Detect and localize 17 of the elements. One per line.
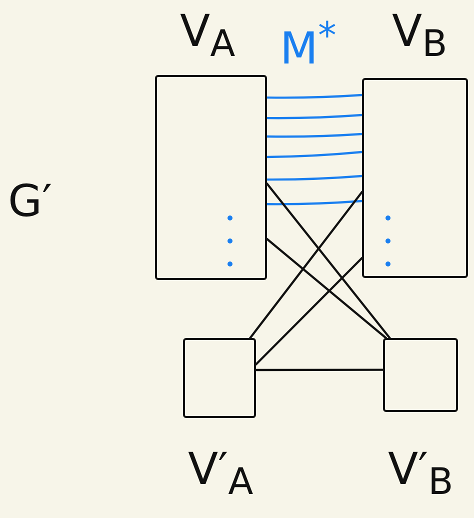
matching-edge [266, 150, 364, 158]
edge-line [249, 190, 364, 340]
edge-line [266, 182, 391, 340]
matching-edge [266, 174, 364, 181]
matching-edge [266, 132, 364, 138]
edge-line [254, 368, 384, 372]
edge-line [266, 238, 388, 340]
edge-line [254, 256, 364, 366]
graph-label: G′ [8, 180, 52, 224]
set-label: V$_{B}$ [392, 10, 448, 62]
matching-edge [266, 200, 364, 206]
matching-edge [266, 94, 364, 99]
set-label: V′$_{B}$ [388, 448, 454, 500]
set-label: V′$_{A}$ [188, 448, 254, 500]
set-label: V$_{A}$ [180, 10, 236, 62]
matching-label: M$^{*}$ [280, 18, 336, 72]
matching-edge [266, 114, 364, 120]
